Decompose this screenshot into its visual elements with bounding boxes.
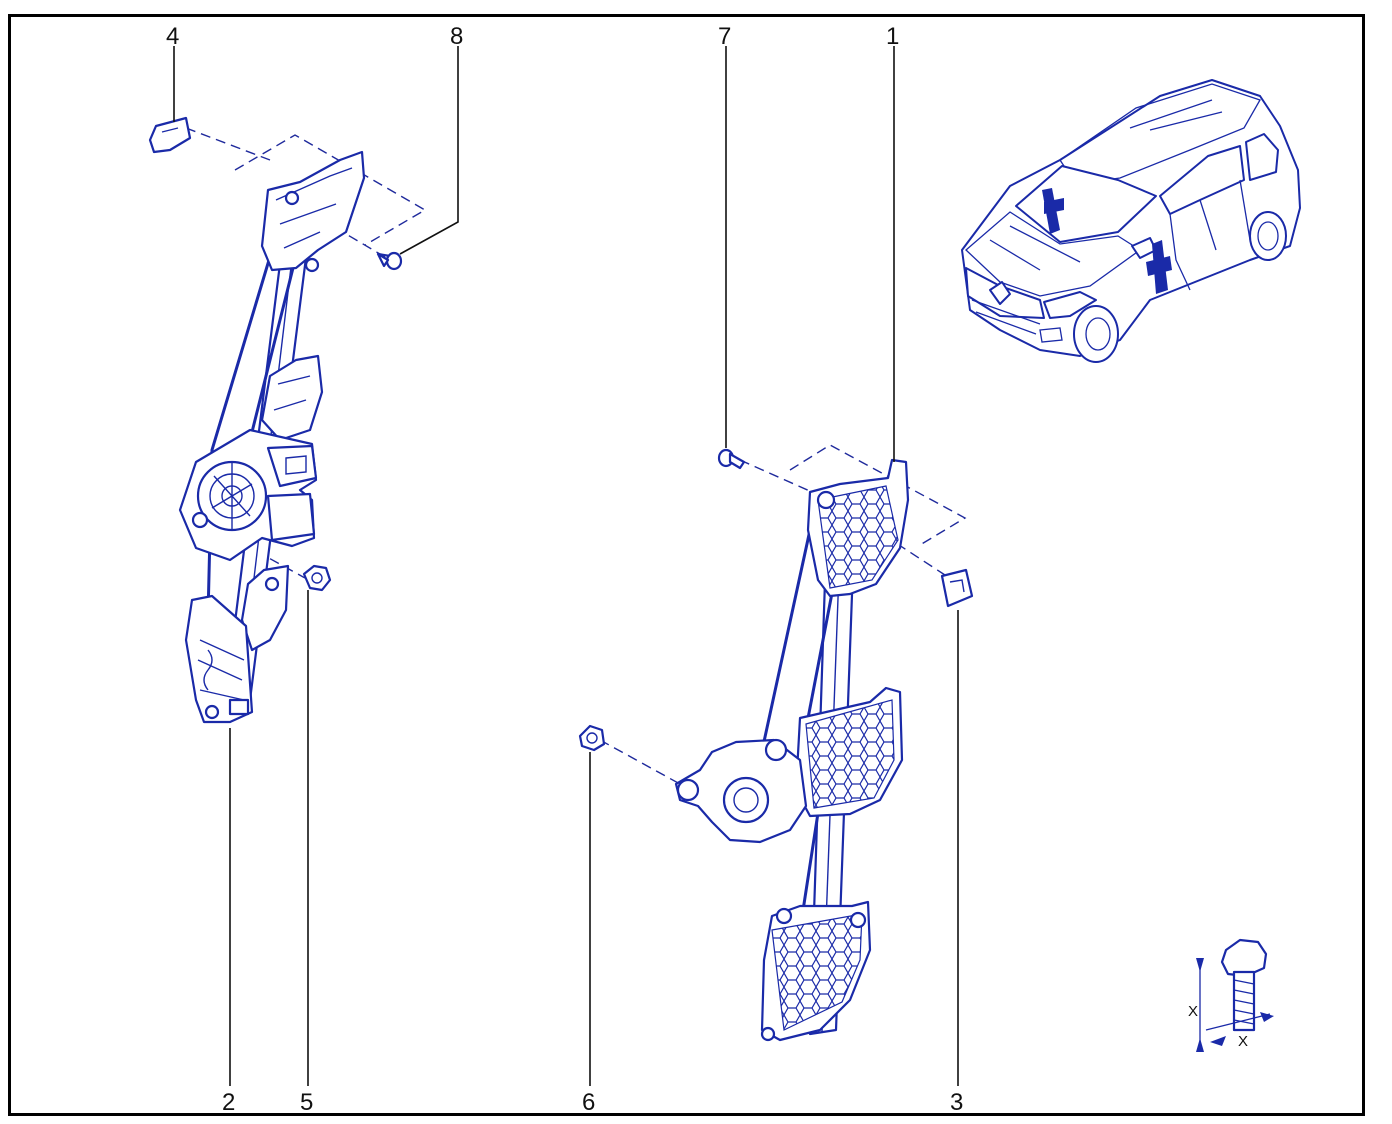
callout-5: 5 <box>300 1089 313 1116</box>
callout-1: 1 <box>886 23 899 50</box>
callout-3: 3 <box>950 1089 963 1116</box>
motor-gear-front <box>722 776 770 824</box>
car-front-wheel <box>1073 305 1119 363</box>
clip-part-3 <box>940 568 974 608</box>
assembly-line-1-frame <box>789 444 967 546</box>
screw-part-7 <box>717 448 746 470</box>
car-rear-wheel <box>1249 211 1287 261</box>
car-side-window-rear <box>1245 133 1279 181</box>
vehicle-location-illustration <box>961 79 1301 363</box>
callout-4: 4 <box>166 23 179 50</box>
window-regulator-front <box>599 444 967 1042</box>
dimension-x-label-vertical: X <box>1188 1003 1198 1020</box>
callout-7: 7 <box>718 23 731 50</box>
assembly-line-4 <box>185 127 271 161</box>
top-bracket <box>260 150 366 272</box>
dimension-x-label-horizontal: X <box>1238 1033 1248 1050</box>
leader-8 <box>399 46 459 255</box>
callout-2: 2 <box>222 1089 235 1116</box>
bolt-dimension-symbol: X X <box>1188 938 1274 1052</box>
callout-6: 6 <box>582 1089 595 1116</box>
screw-part-8 <box>376 251 403 271</box>
car-headlight <box>1043 291 1097 319</box>
car-logo <box>989 281 1011 305</box>
bolt-head <box>1220 938 1268 978</box>
nut-part-5 <box>302 564 332 592</box>
clip-part-4 <box>148 116 192 154</box>
window-regulator-rear-left <box>178 127 427 724</box>
callout-8: 8 <box>450 23 463 50</box>
nut-part-6 <box>578 724 606 752</box>
motor-housing <box>266 492 316 542</box>
assembly-line-6 <box>599 739 681 785</box>
